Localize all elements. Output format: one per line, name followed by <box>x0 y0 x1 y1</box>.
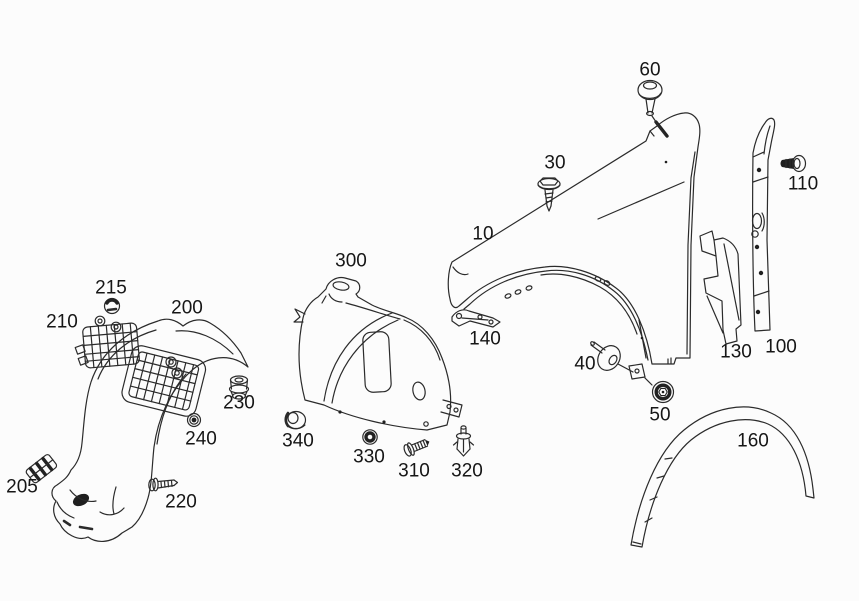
part-label-30[interactable]: 30 <box>544 152 566 174</box>
part-label-310[interactable]: 310 <box>398 460 430 482</box>
fender-panel-shape <box>447 112 701 365</box>
wheel-arch-trim-shape <box>630 406 815 548</box>
part-label-330[interactable]: 330 <box>353 446 385 468</box>
part-label-160[interactable]: 160 <box>737 430 769 452</box>
front-bracket-shape <box>451 309 501 328</box>
locating-pin-shape <box>590 341 634 373</box>
liner-grommet-shape <box>362 429 378 445</box>
fender-lower-clip-shape <box>628 363 653 386</box>
part-label-10[interactable]: 10 <box>472 223 494 245</box>
liner-screw-shape <box>148 477 179 492</box>
part-label-320[interactable]: 320 <box>451 460 483 482</box>
grommet-shape <box>186 412 202 428</box>
part-label-140[interactable]: 140 <box>469 328 501 350</box>
plastic-nut-shape <box>228 375 250 400</box>
fender-screw-shape <box>537 177 561 212</box>
part-label-240[interactable]: 240 <box>185 428 217 450</box>
part-label-100[interactable]: 100 <box>765 336 797 358</box>
part-label-340[interactable]: 340 <box>282 430 314 452</box>
part-label-130[interactable]: 130 <box>720 341 752 363</box>
rear-sealing-strip-shape <box>751 117 776 332</box>
part-label-300[interactable]: 300 <box>335 250 367 272</box>
liner-rear-screw-shape <box>403 439 430 457</box>
part-label-110[interactable]: 110 <box>787 173 819 195</box>
part-label-220[interactable]: 220 <box>165 491 197 513</box>
part-label-200[interactable]: 200 <box>171 297 203 319</box>
expansion-rivet-shape <box>452 425 475 457</box>
wheel-liner-rear-section-shape <box>293 276 463 431</box>
part-label-205[interactable]: 205 <box>6 476 38 498</box>
wheel-liner-front-section-shape <box>51 318 249 542</box>
part-label-40[interactable]: 40 <box>574 353 596 375</box>
cone-grommet-shape <box>284 410 307 430</box>
fender-bolt-shape <box>637 79 666 136</box>
part-label-210[interactable]: 210 <box>46 311 78 333</box>
part-label-215[interactable]: 215 <box>95 277 127 299</box>
liner-grille-insert-shape <box>74 315 140 369</box>
rear-bracket-shape <box>699 230 742 345</box>
fastener-nut-shape <box>651 380 675 404</box>
sealing-strip-screw-shape <box>780 154 807 173</box>
retaining-clip-shape <box>103 297 121 315</box>
part-label-50[interactable]: 50 <box>649 404 671 426</box>
clip-bracket-shape <box>25 454 58 484</box>
part-label-230[interactable]: 230 <box>223 392 255 414</box>
part-label-60[interactable]: 60 <box>639 59 661 81</box>
